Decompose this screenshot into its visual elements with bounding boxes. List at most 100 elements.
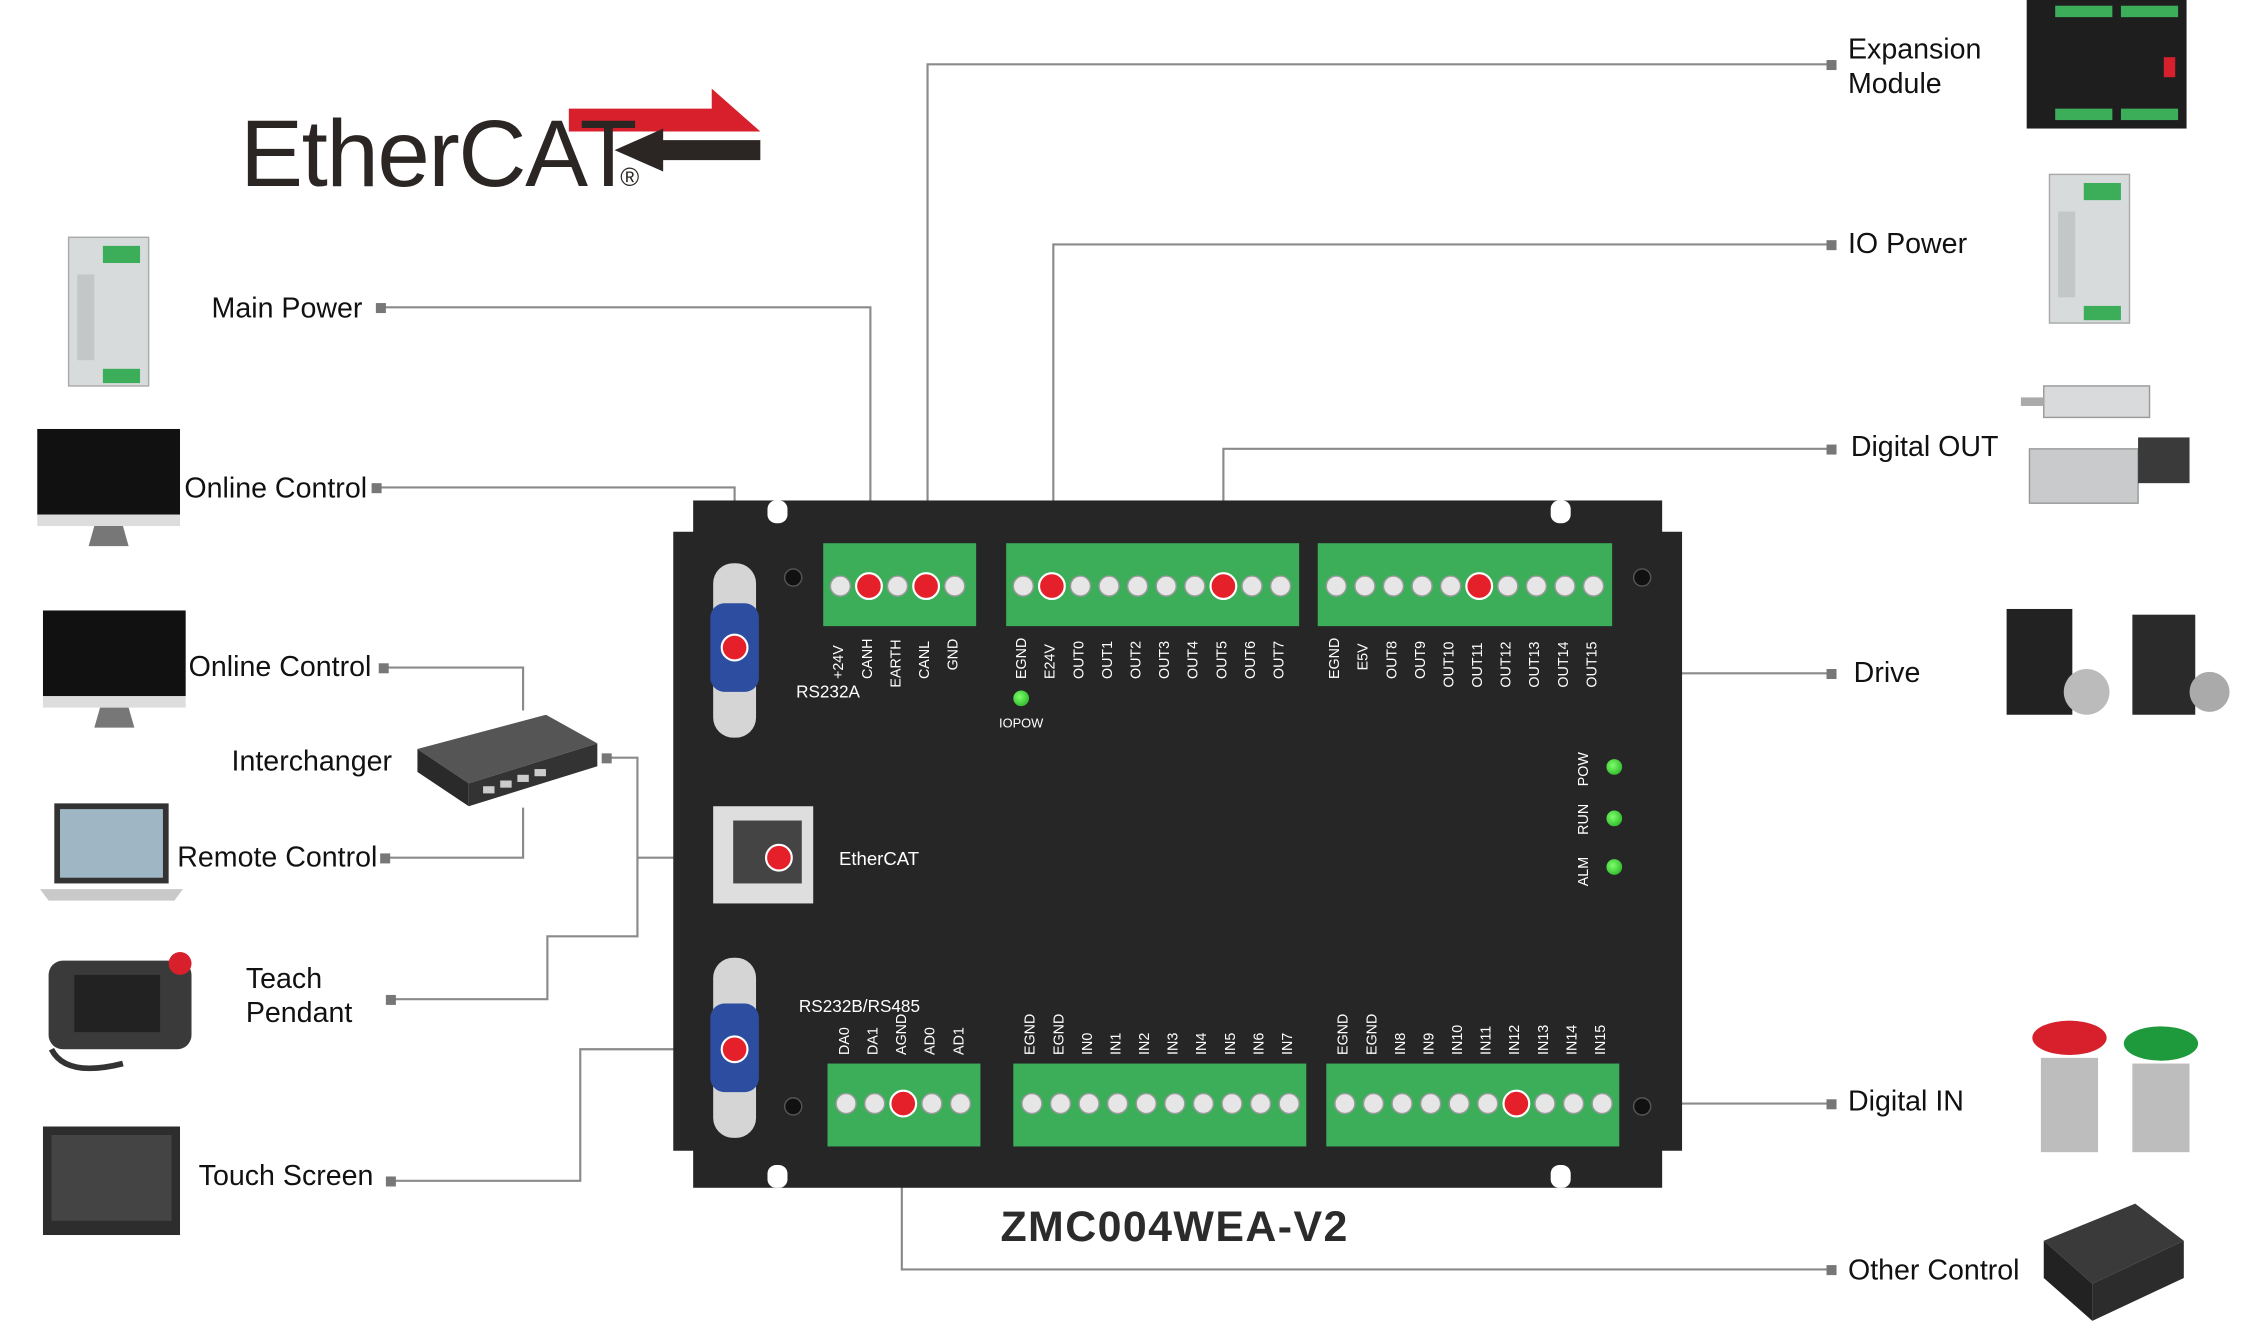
- led-label-iopow: IOPOW: [999, 716, 1044, 731]
- terminal-pin-label: E24V: [1043, 643, 1060, 679]
- terminal-screw: [1278, 1092, 1300, 1115]
- wire-main-power: [383, 306, 872, 587]
- wire-end-marker: [1826, 60, 1837, 71]
- terminal-pin-label: IN5: [1223, 1032, 1240, 1055]
- label-drive: Drive: [1853, 657, 1921, 690]
- wire-end-marker: [385, 1176, 396, 1187]
- terminal-screw: [1411, 575, 1433, 597]
- terminal-screw: [1241, 575, 1263, 597]
- label-other-control: Other Control: [1847, 1255, 2020, 1287]
- terminal-screw: [1098, 575, 1120, 597]
- terminal-pin-label: IN10: [1450, 1024, 1467, 1055]
- terminal-screw: [1448, 1092, 1470, 1115]
- terminal-screw: [1078, 1092, 1100, 1115]
- label-interchanger: Interchanger: [231, 746, 393, 778]
- connection-marker: [1037, 572, 1066, 601]
- touch-screen-icon: [42, 1126, 181, 1236]
- terminal-screw: [1477, 1092, 1499, 1115]
- connection-marker: [720, 633, 749, 662]
- terminal-pin-label: IN11: [1479, 1025, 1495, 1055]
- terminal-screw: [1269, 575, 1292, 597]
- din-rail-power-supply-icon: [63, 232, 154, 389]
- terminal-screw: [949, 1092, 972, 1115]
- led-label-pow: POW: [1576, 752, 1593, 787]
- label-digital-out: Digital OUT: [1850, 431, 1999, 464]
- terminal-pin-label: GND: [946, 638, 962, 670]
- registered-mark: ®: [620, 162, 640, 192]
- terminal-pin-label: OUT3: [1157, 640, 1174, 679]
- led-label-run: RUN: [1576, 803, 1593, 835]
- connection-marker: [1502, 1089, 1531, 1118]
- label-digital-in: Digital IN: [1847, 1086, 1964, 1118]
- terminal-screw: [1391, 1092, 1413, 1115]
- terminal-pin-label: IN9: [1422, 1032, 1438, 1055]
- terminal-pin-label: AD1: [951, 1027, 968, 1055]
- label-main-power: Main Power: [211, 293, 363, 325]
- ethercat-logo: EtherCAT ®: [240, 88, 772, 206]
- terminal-screw: [1221, 1092, 1243, 1115]
- wire-end-marker: [378, 663, 389, 674]
- wire-touch-screen: [391, 1048, 735, 1182]
- din-rail-power-supply-icon: [2044, 169, 2135, 326]
- label-io-power: IO Power: [1847, 228, 1968, 261]
- connection-marker: [889, 1089, 918, 1118]
- port-label-ethercat: EtherCAT: [838, 847, 920, 870]
- terminal-pin-label: DA0: [837, 1027, 854, 1055]
- terminal-screw: [1554, 575, 1576, 597]
- terminal-screw: [1497, 575, 1519, 597]
- terminal-screw: [1012, 575, 1035, 597]
- terminal-screw: [1562, 1092, 1585, 1115]
- terminal-pin-label: IN12: [1507, 1024, 1524, 1055]
- terminal-pin-label: OUT6: [1243, 640, 1260, 679]
- terminal-screw: [1362, 1092, 1385, 1115]
- terminal-pin-label: OUT4: [1186, 640, 1202, 679]
- terminal-pin-label: EGND: [1051, 1013, 1068, 1055]
- teach-pendant-icon: [37, 949, 197, 1072]
- terminal-pin-label: OUT2: [1129, 640, 1145, 679]
- terminal-pin-label: OUT5: [1214, 640, 1231, 679]
- connection-marker: [1465, 572, 1494, 601]
- terminal-pin-label: IN7: [1280, 1032, 1297, 1055]
- terminal-pin-label: EGND: [1327, 637, 1344, 679]
- monitor-icon: [37, 428, 181, 552]
- ethercat-logo-text: EtherCAT: [240, 100, 637, 206]
- wire-end-marker: [1826, 240, 1837, 251]
- terminal-pin-label: CANH: [860, 638, 877, 679]
- terminal-pin-label: CANL: [917, 640, 934, 679]
- terminal-screw: [1069, 575, 1092, 597]
- terminal-pin-label: OUT0: [1071, 640, 1088, 679]
- terminal-screw: [1325, 575, 1348, 597]
- terminal-screw: [1249, 1092, 1272, 1115]
- push-button-icon: [2021, 1018, 2207, 1161]
- port-label-rs232a: RS232A: [796, 681, 860, 702]
- wire-online-control-2: [384, 666, 525, 711]
- led-pow: [1606, 759, 1623, 775]
- led-label-alm: ALM: [1576, 856, 1593, 887]
- network-switch-icon: [417, 714, 598, 809]
- controller-board: RS232A EtherCAT RS232B/RS485 IOPOW POW R…: [673, 500, 1683, 1188]
- terminal-pin-label: IN4: [1194, 1032, 1211, 1055]
- terminal-screw: [1534, 1092, 1556, 1115]
- wire-end-marker: [1826, 1099, 1837, 1110]
- terminal-pin-label: IN13: [1536, 1024, 1553, 1055]
- label-remote-control: Remote Control: [177, 841, 378, 874]
- terminal-screw: [1582, 575, 1605, 597]
- terminal-pin-label: IN6: [1251, 1032, 1268, 1055]
- terminal-screw: [943, 575, 966, 597]
- terminal-pin-label: OUT14: [1556, 641, 1573, 688]
- connection-marker: [1209, 572, 1238, 601]
- led-iopow: [1013, 690, 1030, 707]
- terminal-screw: [863, 1092, 886, 1115]
- terminal-pin-label: EGND: [1336, 1013, 1353, 1055]
- expansion-module-icon: [2026, 0, 2187, 129]
- servo-drive-motor-icon: [2001, 603, 2241, 723]
- terminal-screw: [1164, 1092, 1186, 1115]
- terminal-pin-label: AGND: [894, 1013, 911, 1055]
- terminal-screw: [835, 1092, 857, 1115]
- terminal-pin-label: IN2: [1137, 1032, 1154, 1055]
- terminal-screw: [1106, 1092, 1129, 1115]
- terminal-screw: [1021, 1092, 1043, 1115]
- terminal-pin-label: OUT13: [1527, 641, 1544, 688]
- terminal-pin-label: OUT7: [1271, 640, 1288, 679]
- wire-expansion: [926, 63, 1831, 587]
